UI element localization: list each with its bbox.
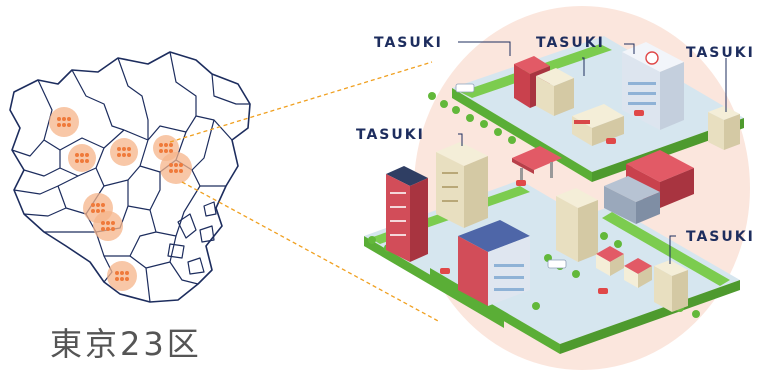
car — [634, 110, 644, 116]
gray-office-building — [604, 176, 660, 224]
red-tower — [386, 166, 428, 262]
hotspot-marker — [93, 211, 123, 241]
car — [598, 288, 608, 294]
hospital-building — [622, 42, 684, 130]
gas-station — [512, 146, 562, 184]
brand-leaders — [458, 41, 727, 264]
tasuki-label: TASUKI — [536, 35, 605, 51]
ward-borders — [11, 51, 250, 303]
connector-line-top — [169, 61, 433, 143]
tasuki-label: TASUKI — [374, 35, 443, 51]
hotspot-marker — [110, 138, 138, 166]
city-illustration — [364, 6, 750, 370]
car — [440, 268, 450, 274]
hotspot-marker — [49, 107, 79, 137]
beige-tower-mid — [556, 188, 598, 262]
tasuki-label: TASUKI — [686, 45, 755, 61]
hotspot-marker — [160, 152, 192, 184]
hotspot-marker — [107, 261, 137, 291]
map-caption: 東京23区 — [50, 325, 202, 363]
beige-tower-lower-right — [654, 260, 688, 312]
house — [624, 258, 652, 288]
tokyo-ward-map — [9, 51, 441, 323]
car — [516, 180, 526, 186]
bus — [547, 259, 567, 269]
hotspot-marker — [68, 144, 96, 172]
tasuki-label: TASUKI — [356, 127, 425, 143]
car — [606, 138, 616, 144]
house — [596, 246, 624, 276]
beige-tower-center — [436, 142, 488, 228]
beige-building-top — [536, 68, 574, 116]
right-small-building — [708, 106, 740, 150]
vehicles — [440, 83, 644, 294]
buildings — [386, 42, 740, 312]
hotspot-group — [49, 107, 192, 291]
store-building — [572, 104, 624, 146]
tasuki-label: TASUKI — [686, 229, 755, 245]
bus — [455, 83, 475, 93]
apartment-building — [458, 220, 530, 306]
